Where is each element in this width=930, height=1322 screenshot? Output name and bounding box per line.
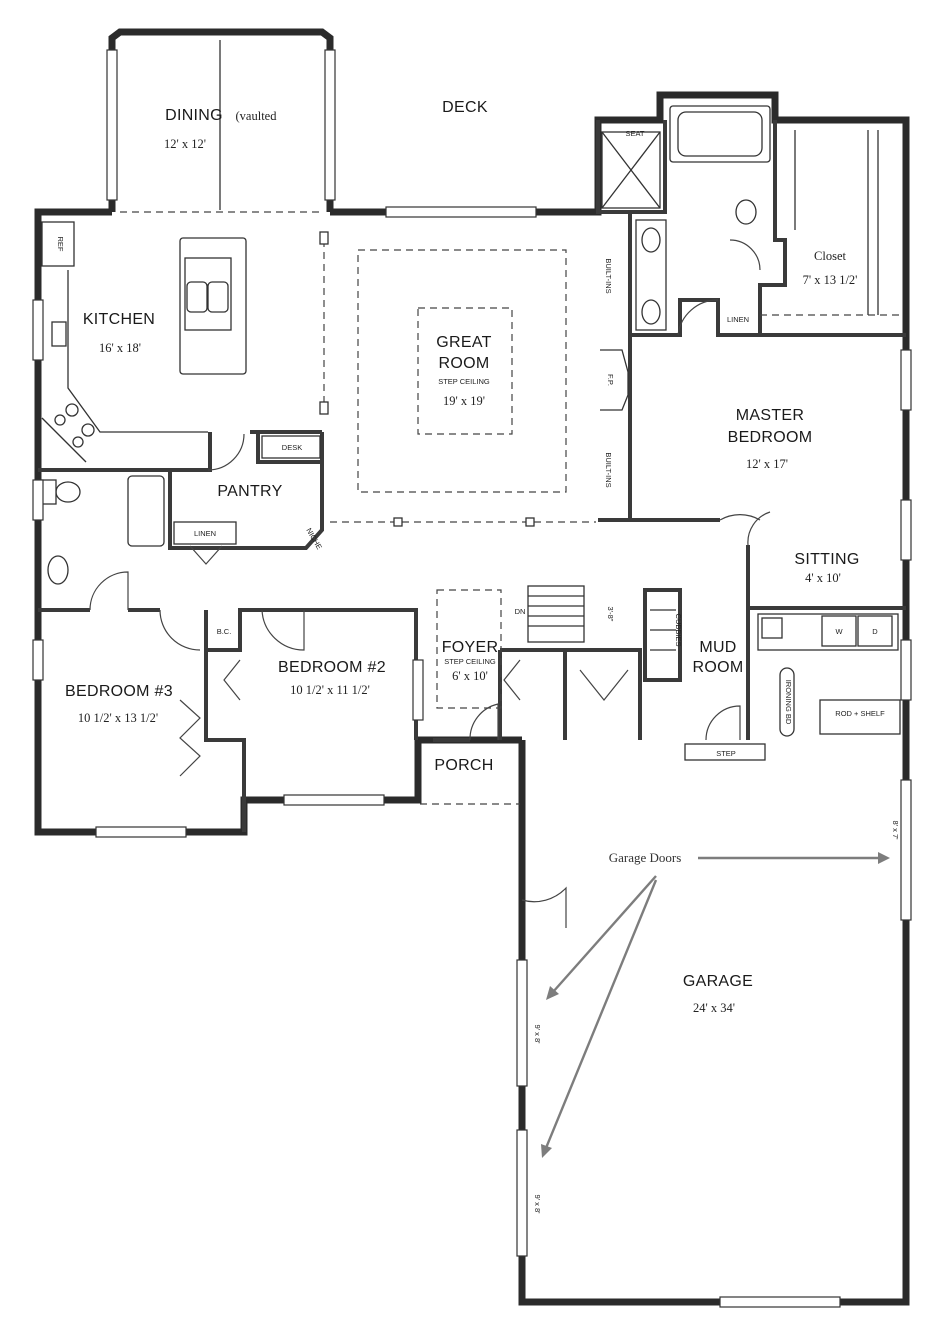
bc-label: B.C. [217, 627, 232, 636]
garage-door-1-label: 9' x 8' [533, 1024, 542, 1044]
great-room-label-1: GREAT [436, 334, 491, 351]
sitting-label: SITTING [794, 551, 859, 568]
porch-label: PORCH [434, 757, 493, 774]
master-bedroom-size: 12' x 17' [746, 457, 788, 471]
great-room-label-2: ROOM [439, 355, 490, 372]
garage-size: 24' x 34' [693, 1001, 735, 1015]
fixtures [41, 105, 901, 761]
dining-note: (vaulted [236, 109, 278, 123]
step-label: STEP [716, 749, 736, 758]
linen-master-label: LINEN [727, 315, 749, 324]
bedroom3-label: BEDROOM #3 [65, 683, 173, 700]
dashed-lines [120, 40, 900, 805]
mud-room-label-2: ROOM [693, 659, 744, 676]
doors [89, 239, 771, 928]
room-labels: DINING (vaulted 12' x 12' DECK KITCHEN 1… [65, 99, 859, 1015]
garage-doors-annotation: Garage Doors [609, 850, 682, 865]
seat-label: SEAT [625, 129, 644, 138]
stair-dim-label: 3'-8" [606, 607, 615, 622]
garage-label: GARAGE [683, 973, 753, 990]
foyer-ceiling: STEP CEILING [444, 657, 496, 666]
foyer-label: FOYER [442, 639, 499, 656]
rod-shelf-label: ROD + SHELF [835, 709, 885, 718]
bedroom2-label: BEDROOM #2 [278, 659, 386, 676]
great-room-size: 19' x 19' [443, 394, 485, 408]
closet-label: Closet [814, 249, 846, 263]
stairs-dn-label: DN [515, 607, 526, 616]
windows [32, 49, 912, 1308]
linen-hall-label: LINEN [194, 529, 216, 538]
garage-door-2-label: 9' x 8' [533, 1194, 542, 1214]
fireplace-label: F.P. [606, 374, 615, 386]
interior-walls [38, 120, 906, 832]
garage-door-side-label: 8' x 7' [891, 820, 900, 840]
great-room-ceiling: STEP CEILING [438, 377, 490, 386]
dining-label: DINING [165, 107, 223, 124]
desk-label: DESK [282, 443, 302, 452]
built-ins-lower-label: BUILT-INS [604, 452, 613, 487]
sitting-size: 4' x 10' [805, 571, 841, 585]
dining-size: 12' x 12' [164, 137, 206, 151]
master-bedroom-label-1: MASTER [736, 407, 804, 424]
ref-label: REF [56, 237, 65, 252]
garage-door-arrows [541, 852, 890, 1158]
deck-label: DECK [442, 99, 488, 116]
cubbies-label: CUBBIES [674, 614, 683, 647]
bedroom2-size: 10 1/2' x 11 1/2' [290, 683, 370, 697]
built-ins-upper-label: BUILT-INS [604, 258, 613, 293]
mud-room-label-1: MUD [699, 639, 736, 656]
dryer-label: D [872, 627, 878, 636]
washer-label: W [835, 627, 843, 636]
kitchen-label: KITCHEN [83, 311, 155, 328]
closet-size: 7' x 13 1/2' [803, 273, 858, 287]
bedroom3-size: 10 1/2' x 13 1/2' [78, 711, 158, 725]
master-bedroom-label-2: BEDROOM [728, 429, 813, 446]
foyer-size: 6' x 10' [452, 669, 488, 683]
kitchen-size: 16' x 18' [99, 341, 141, 355]
pantry-label: PANTRY [217, 483, 282, 500]
ironing-bd-label: IRONING BD [784, 680, 793, 725]
